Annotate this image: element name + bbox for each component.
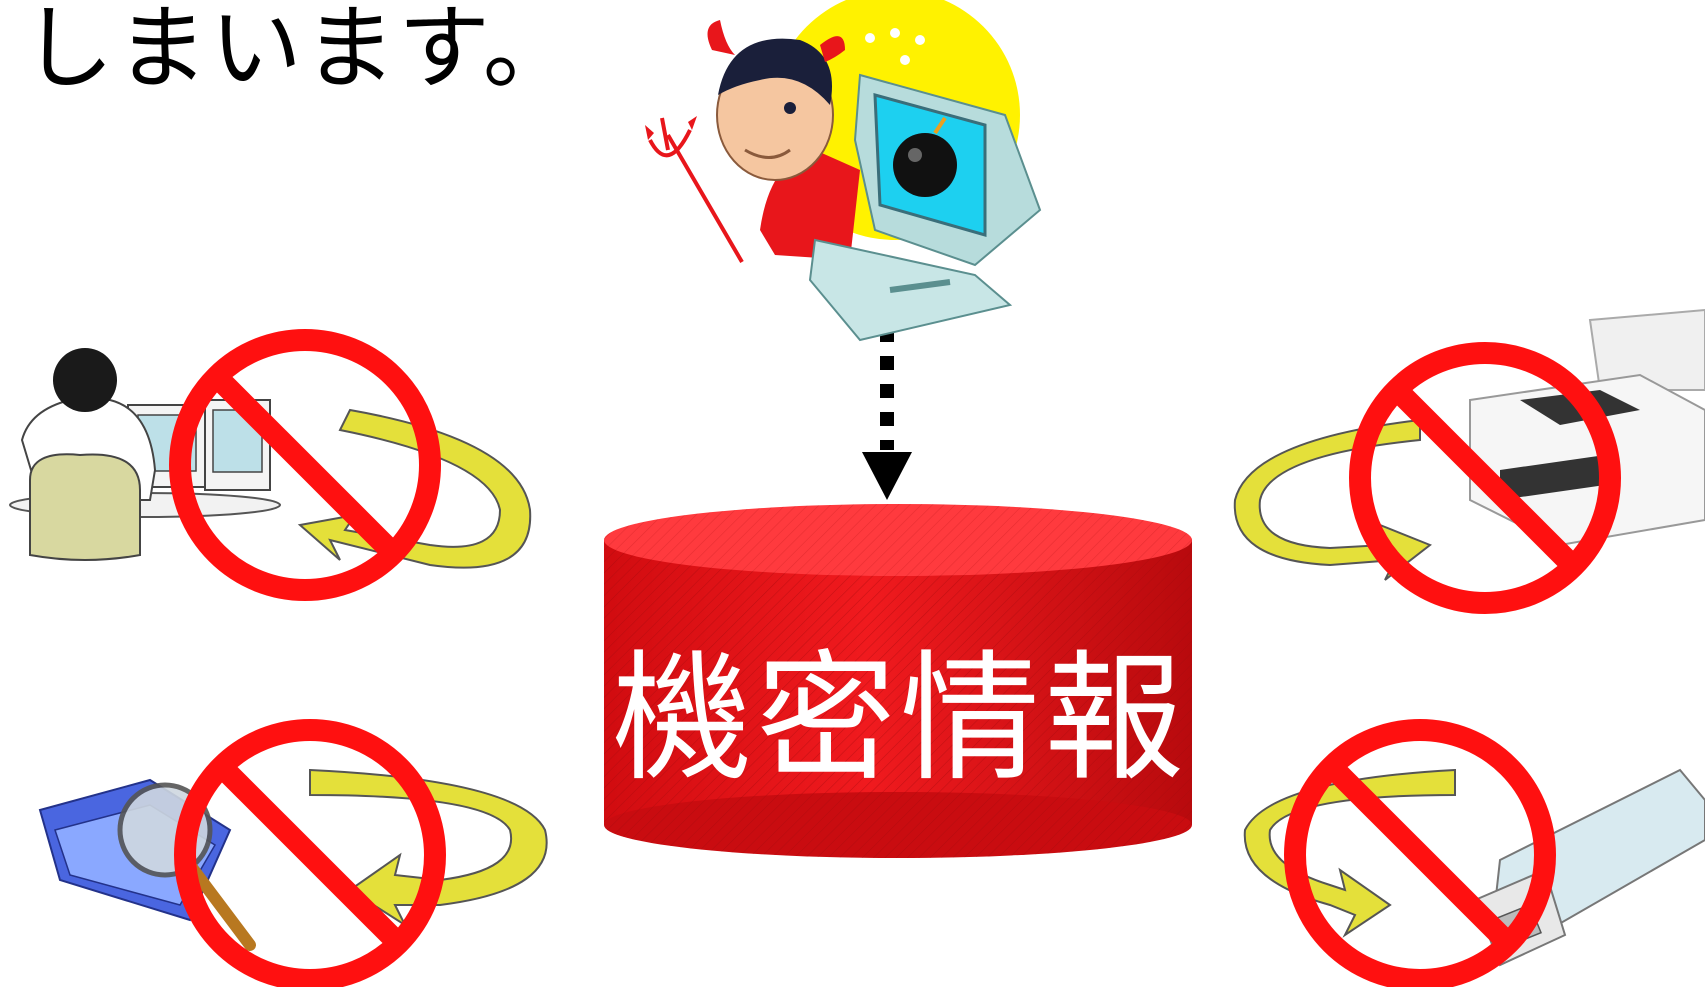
hacker-devil-computer-icon: [645, 0, 1042, 342]
rotate-arrow-top-left: [297, 408, 532, 569]
rotate-arrow-bottom-left: [309, 768, 548, 928]
confidential-info-label: 機密情報: [611, 638, 1188, 801]
confidential-database-cylinder: [604, 504, 1192, 858]
folder-search-icon: [38, 778, 256, 951]
prohibition-sign-bottom-left: [185, 730, 435, 980]
attack-arrow: [862, 328, 912, 500]
printer-icon: [1469, 308, 1705, 547]
rotate-arrow-top-right: [1233, 418, 1432, 581]
office-worker-pc-icon: [9, 348, 281, 561]
heading-text: しまいます。: [22, 0, 577, 102]
prohibition-sign-bottom-right: [1295, 730, 1545, 980]
